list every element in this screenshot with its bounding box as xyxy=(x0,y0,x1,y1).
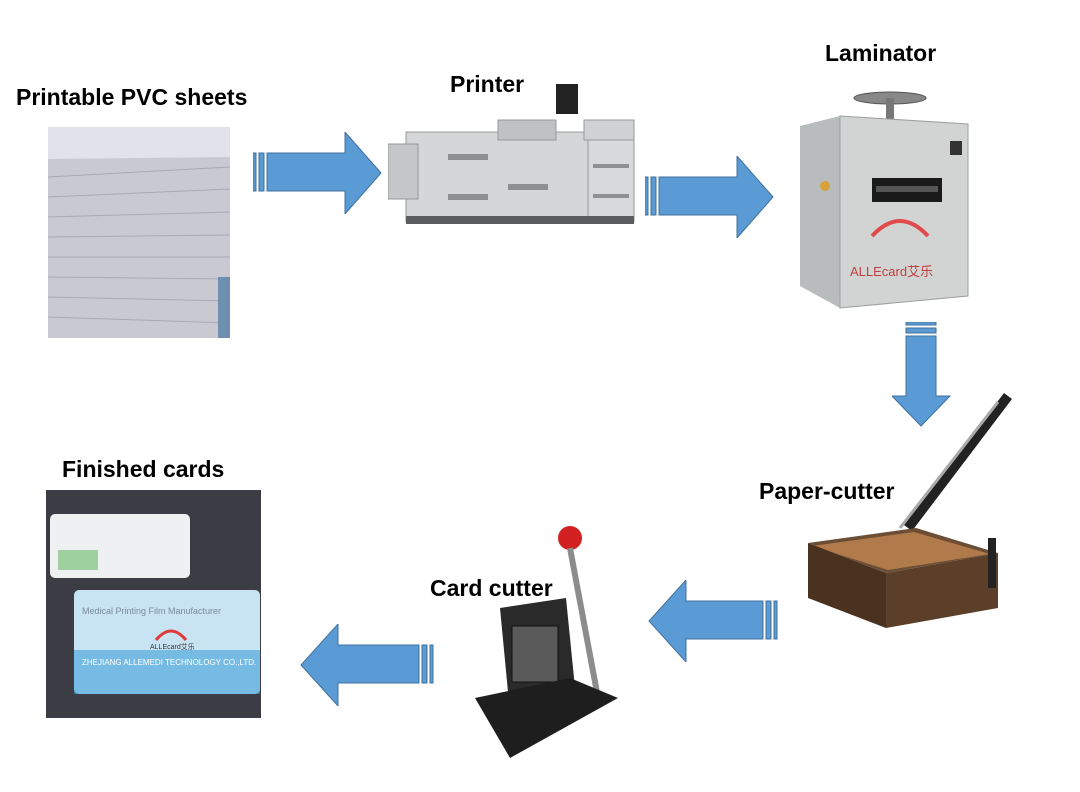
pvc-sheets-image xyxy=(48,127,230,338)
printer-image xyxy=(388,84,636,226)
arrow-printer-to-laminator xyxy=(645,156,774,238)
finished-cards-image: Medical Printing Film Manufacturer ALLEc… xyxy=(46,490,261,718)
label-card-cutter: Card cutter xyxy=(430,575,553,601)
label-printer: Printer xyxy=(450,71,525,97)
card-company-text: ZHEJIANG ALLEMEDI TECHNOLOGY CO.,LTD. xyxy=(82,658,257,667)
arrow-paper-cutter-to-card-cutter xyxy=(648,580,778,662)
laminator-brand-text: ALLEcard艾乐 xyxy=(850,264,933,279)
arrow-laminator-to-paper-cutter xyxy=(892,322,952,427)
label-finished-cards: Finished cards xyxy=(62,456,225,482)
laminator-image: ALLEcard艾乐 xyxy=(800,86,970,310)
arrow-sheets-to-printer xyxy=(253,132,382,214)
label-pvc-sheets: Printable PVC sheets xyxy=(16,84,248,110)
arrow-card-cutter-to-finished xyxy=(300,624,434,706)
card-title-text: Medical Printing Film Manufacturer xyxy=(82,606,222,616)
card-brand-text: ALLEcard艾乐 xyxy=(150,644,195,651)
paper-cutter-image xyxy=(808,388,1026,636)
card-cutter-image xyxy=(470,518,618,764)
label-paper-cutter: Paper-cutter xyxy=(759,478,895,504)
label-laminator: Laminator xyxy=(825,40,937,66)
